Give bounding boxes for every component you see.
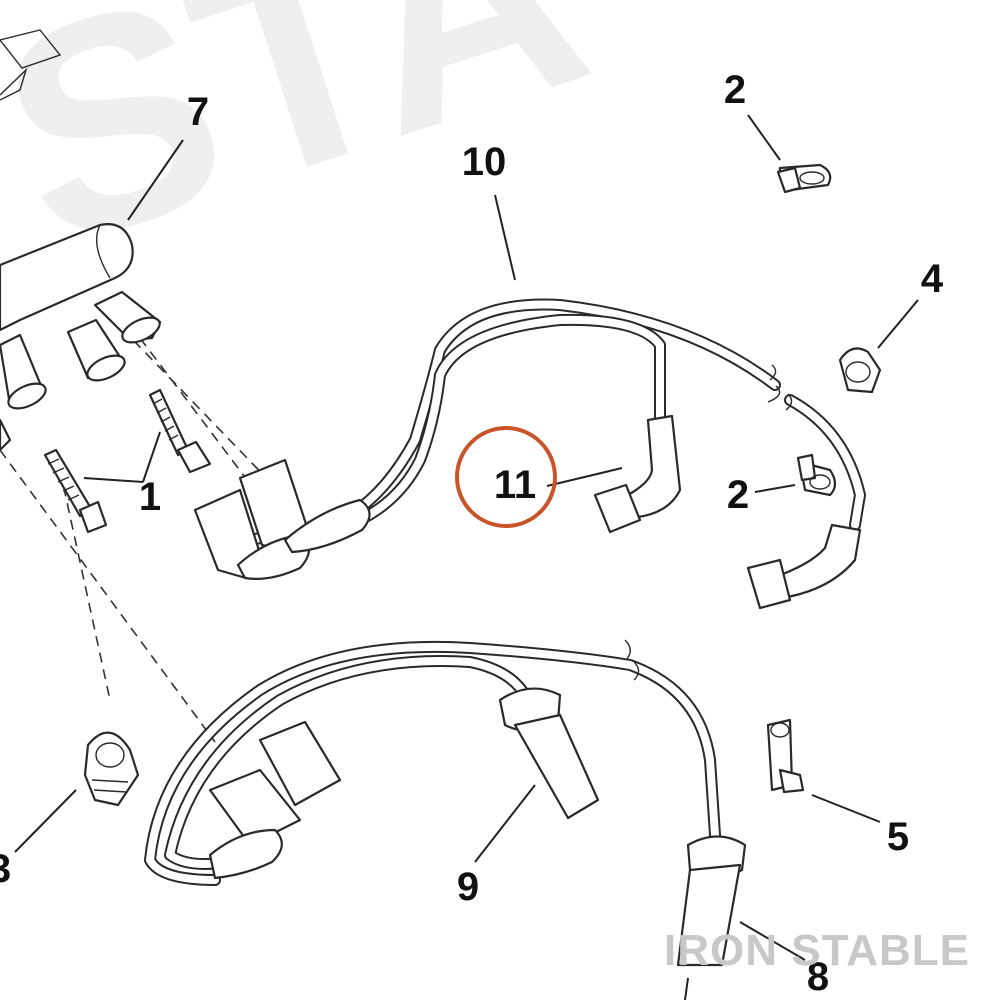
corner-bracket xyxy=(0,29,62,101)
clip-part-3 xyxy=(83,731,140,807)
screw-part-1-upper xyxy=(148,388,212,474)
leader-lines xyxy=(14,114,919,1000)
callout-8: 8 xyxy=(807,955,829,999)
callout-3: 3 xyxy=(0,847,11,891)
callout-2-lower: 2 xyxy=(727,473,749,517)
callout-5: 5 xyxy=(887,815,909,859)
clip-part-5 xyxy=(766,718,805,794)
callout-11-highlight-circle xyxy=(455,426,557,528)
callout-4: 4 xyxy=(921,257,944,301)
callout-11: 11 xyxy=(494,463,536,507)
screw-part-1-lower xyxy=(43,448,108,534)
callout-2-upper: 2 xyxy=(724,68,746,112)
spark-plug-wire-lower xyxy=(144,639,747,967)
brand-watermark: IRON STABLE xyxy=(664,926,970,975)
callout-10: 10 xyxy=(462,140,507,184)
callout-7: 7 xyxy=(187,90,209,134)
callout-1: 1 xyxy=(139,475,161,519)
spark-plug-wire-part-10 xyxy=(193,298,866,610)
clip-part-2-lower xyxy=(796,453,837,497)
clip-part-2-upper xyxy=(776,163,832,194)
callout-9: 9 xyxy=(457,865,479,909)
callouts: 7 10 2 4 2 11 1 3 5 9 8 xyxy=(0,68,944,999)
clip-part-4 xyxy=(838,347,882,394)
ignition-coil-part-7 xyxy=(0,223,162,452)
